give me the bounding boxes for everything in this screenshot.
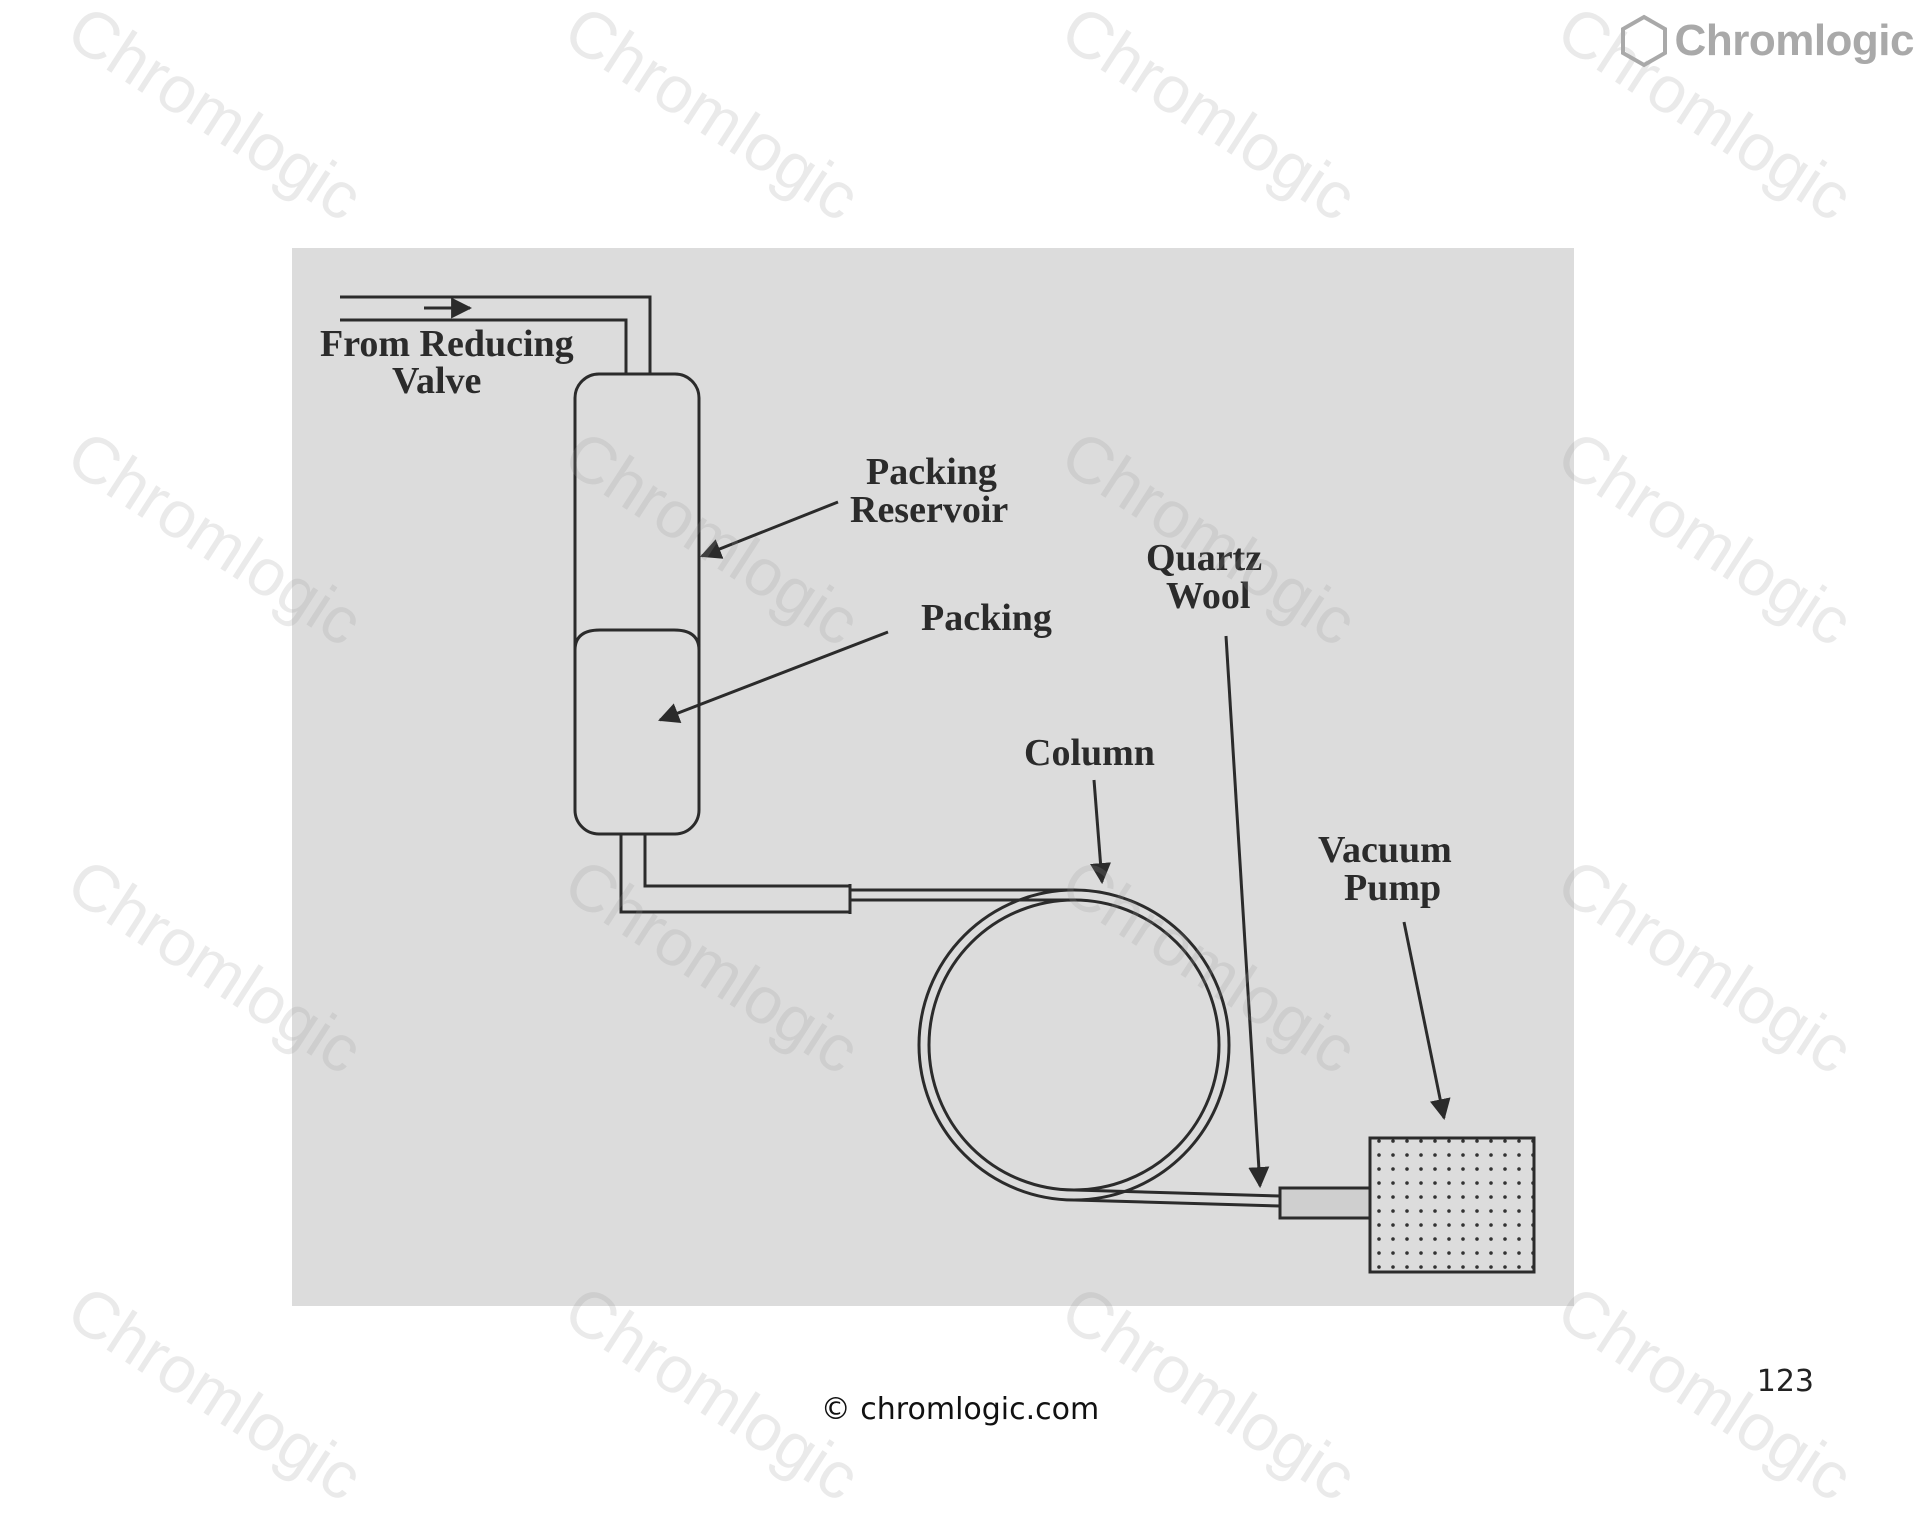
brand-name: Chromlogic	[1674, 16, 1915, 65]
label-from-reducing: From Reducing	[320, 323, 574, 365]
quartz-wool-arrow-icon	[1224, 635, 1270, 1189]
label-wool: Wool	[1166, 575, 1250, 617]
label-column: Column	[1024, 732, 1155, 774]
brand-logo: Chromlogic	[1619, 14, 1915, 68]
column-tube-bottom-inner	[1073, 1198, 1281, 1208]
page-number: 123	[1756, 1364, 1814, 1399]
label-packing-line1: Packing	[866, 451, 997, 493]
inlet-pipe-outer	[340, 295, 652, 374]
packing-arrow-icon	[658, 630, 889, 723]
label-quartz: Quartz	[1146, 537, 1262, 579]
vacuum-pump-arrow-icon	[1402, 921, 1451, 1121]
label-reservoir: Reservoir	[850, 489, 1008, 531]
slide: From Reducing Valve Packing Reservoir Pa…	[55, 0, 1915, 1515]
packing-top-boundary	[573, 628, 701, 651]
copyright: © chromlogic.com	[820, 1392, 1100, 1427]
packing-reservoir-vessel	[573, 372, 701, 836]
figure-background	[292, 248, 1574, 1306]
outlet-pipe-outer	[643, 834, 850, 888]
inlet-pipe-inner	[340, 318, 628, 374]
quartz-wool-fitting	[1278, 1186, 1372, 1220]
column-arrow-icon	[1090, 779, 1111, 885]
label-vacuum: Vacuum	[1318, 829, 1452, 871]
outlet-pipe-inner	[619, 834, 850, 914]
hexagon-icon	[1620, 14, 1667, 68]
label-packing: Packing	[921, 597, 1052, 639]
vacuum-pump-box	[1368, 1136, 1536, 1274]
reservoir-arrow-icon	[700, 500, 839, 559]
label-pump: Pump	[1344, 867, 1441, 909]
column-tube-bottom	[1073, 1188, 1281, 1198]
label-valve: Valve	[392, 360, 481, 402]
diagram: From Reducing Valve Packing Reservoir Pa…	[292, 248, 1574, 1306]
